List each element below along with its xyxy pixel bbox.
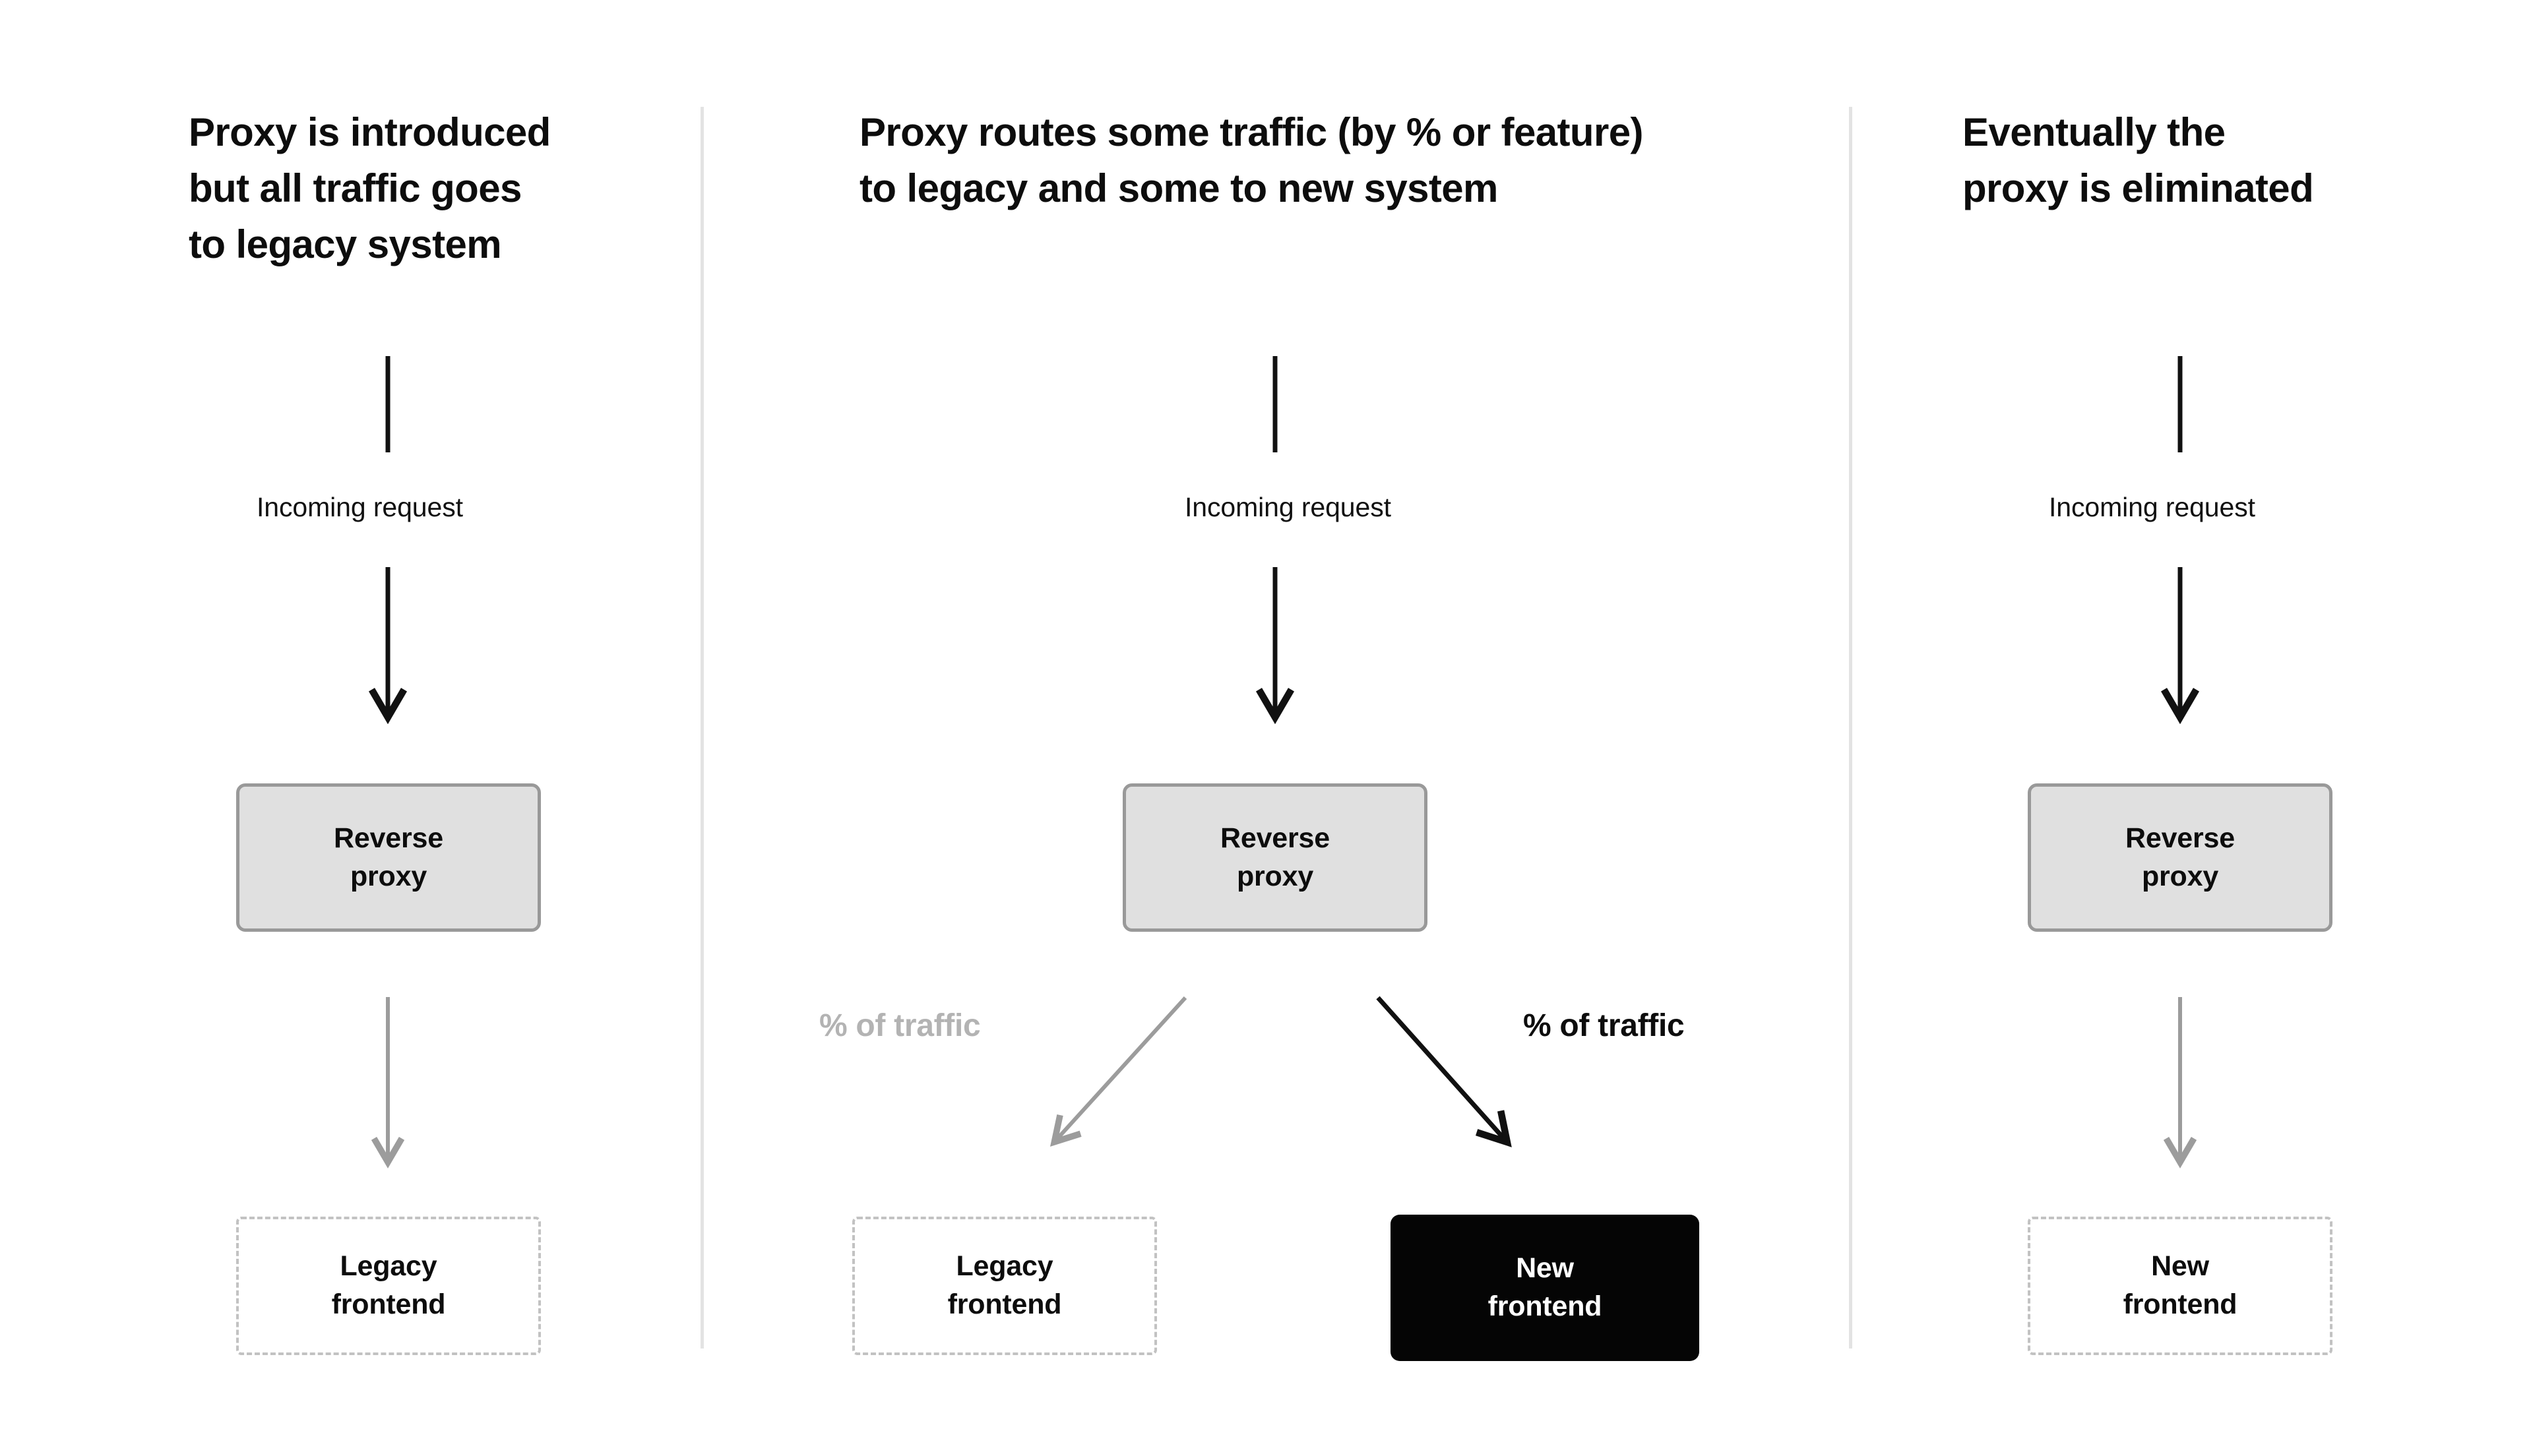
panel-2-incoming-request-label: Incoming request xyxy=(1185,492,1391,522)
panel-3-reverse-proxy-node[interactable]: Reverse proxy xyxy=(2028,783,2332,932)
panel-2-traffic-label-right: % of traffic xyxy=(1523,1008,1685,1043)
panel-1-legacy-frontend-node[interactable]: Legacy frontend xyxy=(236,1217,541,1355)
panel-2-new-frontend-node[interactable]: New frontend xyxy=(1391,1215,1699,1361)
panel-proxy-splits-traffic: Proxy routes some traffic (by % or featu… xyxy=(701,0,1849,1456)
panel-3-incoming-request-label: Incoming request xyxy=(2049,492,2255,522)
panel-2-reverse-proxy-node[interactable]: Reverse proxy xyxy=(1123,783,1427,932)
panel-1-heading: Proxy is introduced but all traffic goes… xyxy=(189,110,551,267)
panel-proxy-eliminated: Eventually the proxy is eliminated Incom… xyxy=(1849,0,2533,1456)
panel-1-reverse-proxy-node[interactable]: Reverse proxy xyxy=(236,783,541,932)
panel-3-heading: Eventually the proxy is eliminated xyxy=(1962,110,2314,211)
column-divider-1 xyxy=(701,107,704,1349)
panel-1-incoming-request-label: Incoming request xyxy=(257,492,463,522)
panel-2-legacy-frontend-node[interactable]: Legacy frontend xyxy=(852,1217,1157,1355)
panel-2-heading: Proxy routes some traffic (by % or featu… xyxy=(860,110,1643,211)
panel-proxy-introduced: Proxy is introduced but all traffic goes… xyxy=(0,0,701,1456)
column-divider-2 xyxy=(1849,107,1852,1349)
panel-3-new-frontend-node[interactable]: New frontend xyxy=(2028,1217,2332,1355)
panel-2-traffic-label-left: % of traffic xyxy=(819,1008,981,1043)
